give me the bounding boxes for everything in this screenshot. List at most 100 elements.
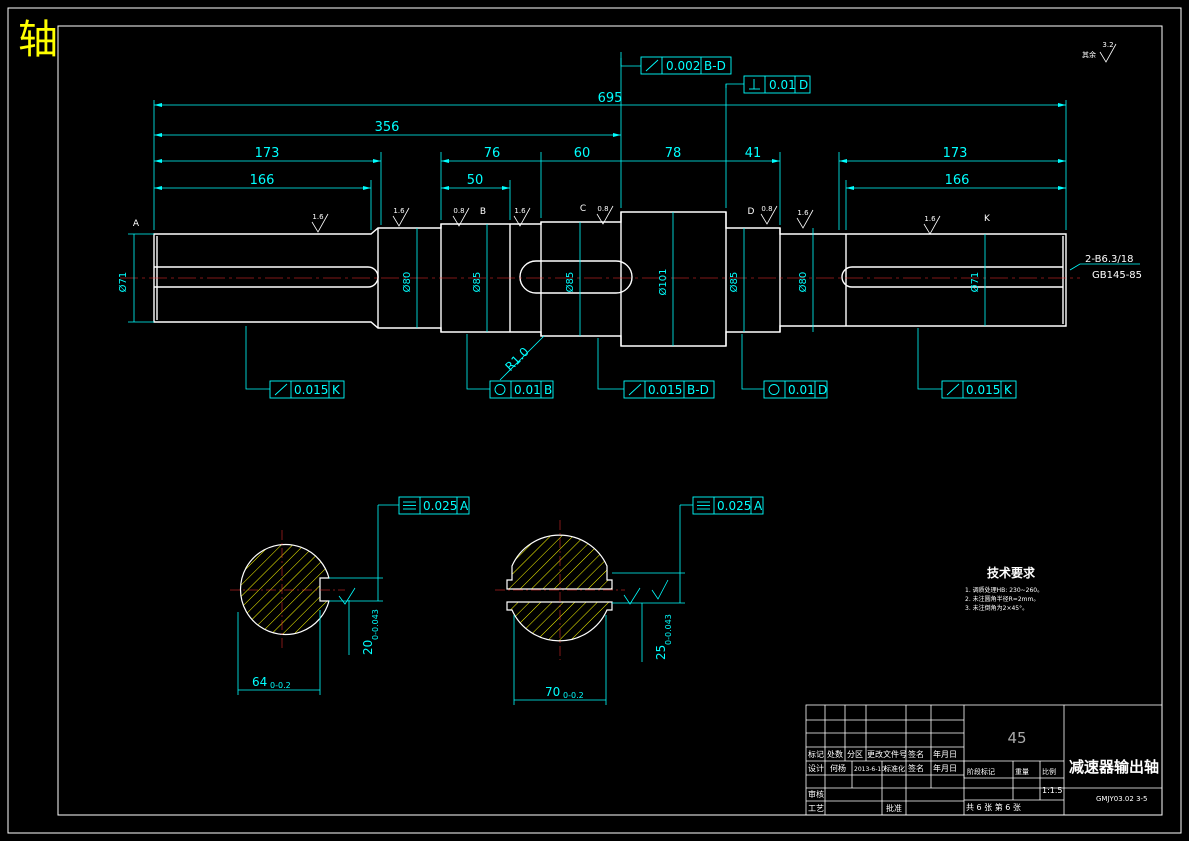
diameter-labels: Ø71 Ø80 Ø85 Ø85 Ø101 Ø85 Ø80 Ø71	[117, 269, 981, 296]
tb-approve: 批准	[886, 803, 902, 813]
tb-sign: 签名	[908, 763, 924, 773]
center-hole-note: 2-B6.3/18 GB145-85	[1085, 254, 1142, 281]
key2-depth-tol: 0-0.043	[664, 614, 673, 645]
tb-label-4: 签名	[908, 749, 924, 759]
section-view-2: 70 0-0.2 25 0-0.043	[495, 504, 693, 705]
roughness-values: 1.6 1.6 0.8 1.6 0.8 0.8 1.6 1.6 3.2 其余	[312, 41, 1113, 223]
dim-41: 41	[745, 146, 762, 161]
dia-8: Ø71	[969, 272, 981, 293]
tol-3-value: 0.015	[294, 383, 328, 397]
ra-3: 0.8	[453, 207, 464, 215]
datum-k: K	[984, 214, 991, 224]
tb-label-2: 分区	[847, 750, 863, 759]
key1-depth-tol: 0-0.043	[371, 609, 380, 640]
dia-1: Ø71	[117, 272, 129, 293]
key2-depth: 25	[654, 645, 668, 660]
datum-b: B	[480, 207, 486, 217]
tech-req-item-3: 3. 未注倒角为2×45°。	[965, 604, 1028, 612]
tb-part-name: 减速器输出轴	[1069, 758, 1159, 776]
ra-5: 0.8	[597, 205, 608, 213]
dim-radius: R1.0	[503, 345, 532, 374]
tb-date: 2013-6-10	[854, 766, 885, 773]
tb-designer: 何杨	[830, 763, 846, 773]
tol-3-datum: K	[332, 383, 341, 397]
dim-50: 50	[467, 173, 484, 188]
ra-7: 1.6	[797, 209, 809, 217]
dimension-texts: 695 356 173 166 76 50 60 78 41 173 166 R…	[250, 91, 970, 374]
tb-label-1: 处数	[827, 749, 843, 759]
title-block-grid	[805, 704, 1163, 816]
tech-requirements: 技术要求 1. 调质处理HB: 230~260。 2. 未注圆角半径R=2mm。…	[965, 565, 1043, 612]
tb-sheets: 共 6 张 第 6 张	[966, 802, 1021, 812]
tol-1-value: 0.002	[666, 59, 700, 73]
outer-frame	[7, 7, 1182, 834]
tolerance-texts: 0.002 B-D 0.01 D 0.015 K 0.01 B 0.015 B-…	[294, 59, 1013, 513]
tech-req-item-2: 2. 未注圆角半径R=2mm。	[965, 595, 1039, 603]
tol-7-datum: K	[1004, 383, 1013, 397]
dim-76: 76	[484, 146, 501, 161]
tb-label-0: 标记	[808, 749, 824, 759]
datum-d: D	[748, 207, 755, 217]
dim-173-right: 173	[943, 146, 968, 161]
tb-material: 45	[1007, 729, 1026, 747]
tb-weight: 重量	[1015, 768, 1029, 776]
tol-5-value: 0.015	[648, 383, 682, 397]
tb-drawing-no: GMJY03.02 3-5	[1096, 795, 1148, 803]
tb-process: 工艺	[808, 804, 824, 813]
tol-7-value: 0.015	[966, 383, 1000, 397]
dia-2: Ø80	[401, 272, 413, 293]
arrowheads	[154, 103, 1066, 190]
tb-design: 设计	[808, 763, 824, 773]
center-hole-line2: GB145-85	[1092, 270, 1142, 281]
tolerance-frames	[269, 56, 1017, 515]
ra-6: 0.8	[761, 205, 772, 213]
roughness-symbols	[311, 43, 1117, 235]
tb-std: 标准化	[884, 764, 905, 773]
dia-3: Ø85	[471, 272, 483, 293]
tb-stage: 阶段标记	[967, 767, 995, 776]
tol-2-datum: D	[799, 78, 808, 92]
dim-60: 60	[574, 146, 591, 161]
tb-ratio: 比例	[1042, 767, 1056, 776]
dimension-lines	[128, 52, 1140, 390]
title-block-text: 标记 处数 分区 更改文件号 签名 年月日 设计 何杨 2013-6-10 标准…	[808, 729, 1159, 813]
tol-9-value: 0.025	[717, 499, 751, 513]
dim-166-right: 166	[945, 173, 970, 188]
dim-173-left: 173	[255, 146, 280, 161]
dia-4: Ø85	[564, 272, 576, 293]
ra-general-label: 其余	[1082, 50, 1096, 59]
ra-8: 1.6	[924, 215, 936, 223]
dim-356: 356	[375, 120, 400, 135]
key1-depth: 20	[361, 640, 375, 655]
section-view-1: 64 0-0.2 20 0-0.043	[230, 504, 399, 695]
key2-width-tol: 0-0.2	[563, 691, 584, 700]
dim-166-left: 166	[250, 173, 275, 188]
ra-2: 1.6	[393, 207, 405, 215]
tb-check: 审核	[808, 789, 824, 799]
inner-frame	[57, 25, 1163, 816]
tb-ymd: 年月日	[933, 763, 957, 773]
center-hole-line1: 2-B6.3/18	[1085, 254, 1133, 265]
datum-c: C	[580, 204, 586, 214]
tol-4-datum: B	[544, 383, 552, 397]
dia-7: Ø80	[797, 272, 809, 293]
dia-5: Ø101	[657, 269, 669, 296]
tol-8-datum: A	[460, 499, 469, 513]
tol-6-datum: D	[818, 383, 827, 397]
tol-5-datum: B-D	[687, 383, 709, 397]
tol-1-datum: B-D	[704, 59, 726, 73]
key1-width-tol: 0-0.2	[270, 681, 291, 690]
tech-req-item-1: 1. 调质处理HB: 230~260。	[965, 586, 1043, 594]
tb-label-5: 年月日	[933, 749, 957, 759]
tol-6-value: 0.01	[788, 383, 815, 397]
sheet-title: 轴	[18, 17, 58, 63]
ra-1: 1.6	[312, 213, 324, 221]
tol-2-value: 0.01	[769, 78, 796, 92]
ra-4: 1.6	[514, 207, 526, 215]
key1-width: 64	[252, 675, 267, 689]
tol-9-datum: A	[754, 499, 763, 513]
tb-label-3: 更改文件号	[867, 749, 907, 759]
tech-req-title: 技术要求	[987, 565, 1036, 580]
dim-78: 78	[665, 146, 682, 161]
